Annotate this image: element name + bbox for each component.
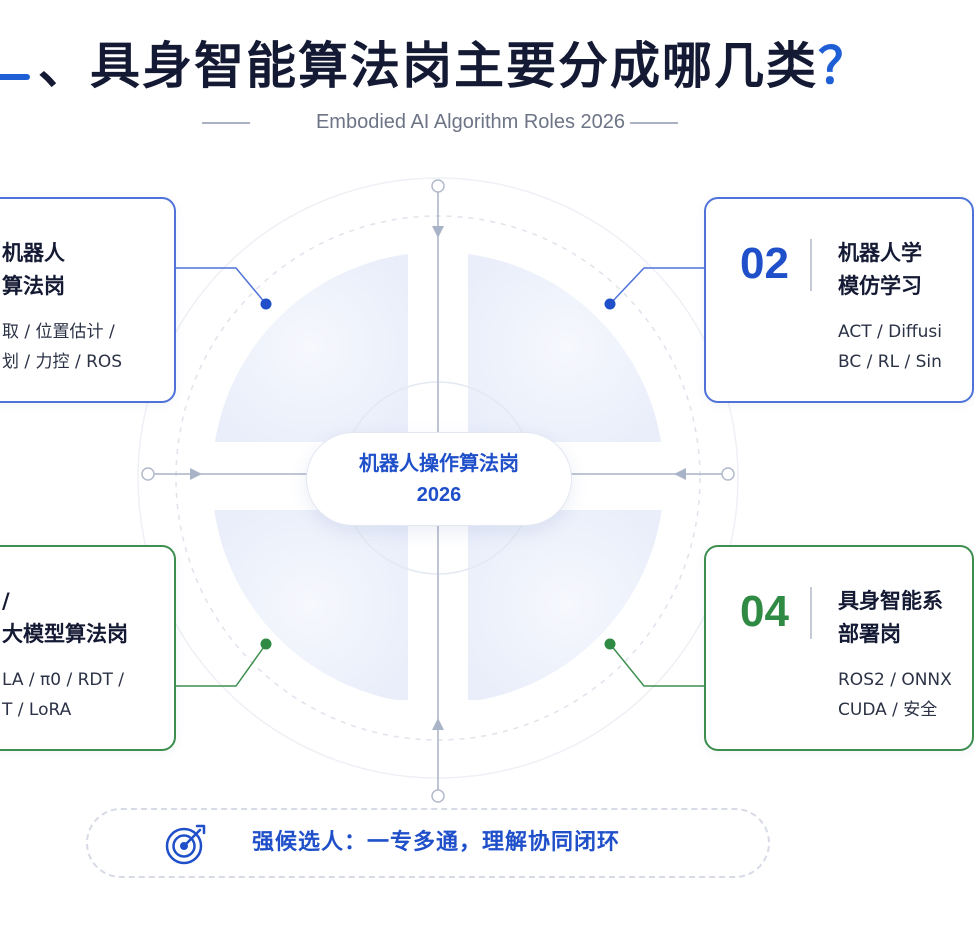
arrow-up-icon bbox=[432, 718, 444, 730]
connector-card-01 bbox=[176, 267, 267, 305]
connector-dot-03 bbox=[260, 638, 272, 650]
connector-card-03 bbox=[176, 643, 267, 687]
role-card-04: 04 具身智能系 部署岗 ROS2 / ONNX CUDA / 安全 bbox=[704, 545, 974, 751]
subtitle-line-right bbox=[630, 122, 678, 124]
title-text: 、具身智能算法岗主要分成哪几类？ bbox=[38, 26, 870, 106]
role-card-heading-line1: / bbox=[2, 589, 10, 613]
role-card-heading-line2: 算法岗 bbox=[2, 274, 65, 298]
role-card-03: / 大模型算法岗 LA / π0 / RDT / T / LoRA bbox=[0, 545, 176, 751]
quadrant-bottom-left bbox=[212, 510, 408, 700]
page-title: 、具身智能算法岗主要分成哪几类？ bbox=[0, 26, 941, 106]
bottom-banner: 强候选人：一专多通，理解协同闭环 bbox=[86, 808, 770, 878]
role-card-tags-line1: 取 / 位置估计 / bbox=[2, 322, 115, 342]
role-card-heading-line2: 大模型算法岗 bbox=[2, 622, 128, 646]
role-card-tags-line2: T / LoRA bbox=[2, 700, 72, 720]
role-card-number-divider bbox=[810, 587, 812, 639]
axis-end-bottom bbox=[431, 789, 445, 803]
arrow-right-icon bbox=[190, 468, 202, 480]
center-label-title: 机器人操作算法岗 bbox=[359, 451, 519, 475]
role-card-number-divider bbox=[810, 239, 812, 291]
center-label: 机器人操作算法岗 2026 bbox=[306, 432, 572, 526]
connector-dot-02 bbox=[604, 298, 616, 310]
role-card-02: 02 机器人学 模仿学习 ACT / Diffusi BC / RL / Sin bbox=[704, 197, 974, 403]
target-icon bbox=[165, 824, 206, 865]
role-card-01: 机器人 算法岗 取 / 位置估计 / 划 / 力控 / ROS bbox=[0, 197, 176, 403]
axis-end-left bbox=[141, 467, 155, 481]
connector-card-04 bbox=[609, 643, 704, 687]
role-card-tags-line1: LA / π0 / RDT / bbox=[2, 670, 125, 690]
connector-dot-01 bbox=[260, 298, 272, 310]
connector-dot-04 bbox=[604, 638, 616, 650]
axis-end-right bbox=[721, 467, 735, 481]
page: 、具身智能算法岗主要分成哪几类？ Embodied AI Algorithm R… bbox=[0, 26, 974, 878]
role-card-tags-line1: ROS2 / ONNX bbox=[838, 670, 952, 690]
role-card-heading-line1: 机器人 bbox=[2, 241, 65, 265]
role-card-number: 02 bbox=[740, 239, 789, 288]
banner-text: 强候选人：一专多通，理解协同闭环 bbox=[252, 830, 621, 855]
connector-card-02 bbox=[609, 267, 704, 305]
quadrant-top-right bbox=[468, 252, 664, 442]
role-card-heading-line2: 模仿学习 bbox=[838, 274, 922, 298]
quadrant-bottom-right bbox=[468, 510, 664, 700]
role-card-heading-line2: 部署岗 bbox=[838, 622, 901, 646]
subtitle: Embodied AI Algorithm Roles 2026 bbox=[0, 106, 941, 138]
arrow-down-icon bbox=[432, 226, 444, 238]
arrow-left-icon bbox=[674, 468, 686, 480]
role-card-tags-line2: 划 / 力控 / ROS bbox=[2, 352, 123, 372]
subtitle-line-left bbox=[202, 122, 250, 124]
title-question-mark: ？ bbox=[818, 37, 870, 95]
title-prefix: 、 bbox=[38, 37, 90, 95]
center-label-year: 2026 bbox=[416, 484, 462, 506]
title-main: 具身智能算法岗主要分成哪几类 bbox=[90, 37, 818, 95]
quadrant-top-left bbox=[212, 252, 408, 442]
role-card-heading-line1: 机器人学 bbox=[838, 241, 922, 265]
title-dash-mark bbox=[0, 74, 30, 80]
role-card-number: 04 bbox=[740, 587, 789, 636]
subtitle-text: Embodied AI Algorithm Roles 2026 bbox=[315, 111, 626, 133]
role-diagram bbox=[137, 177, 739, 803]
role-card-heading-line1: 具身智能系 bbox=[838, 589, 943, 613]
role-card-tags-line2: CUDA / 安全 bbox=[838, 700, 938, 720]
role-card-tags-line1: ACT / Diffusi bbox=[838, 322, 943, 342]
axis-end-top bbox=[431, 179, 445, 193]
role-card-tags-line2: BC / RL / Sin bbox=[838, 352, 942, 372]
